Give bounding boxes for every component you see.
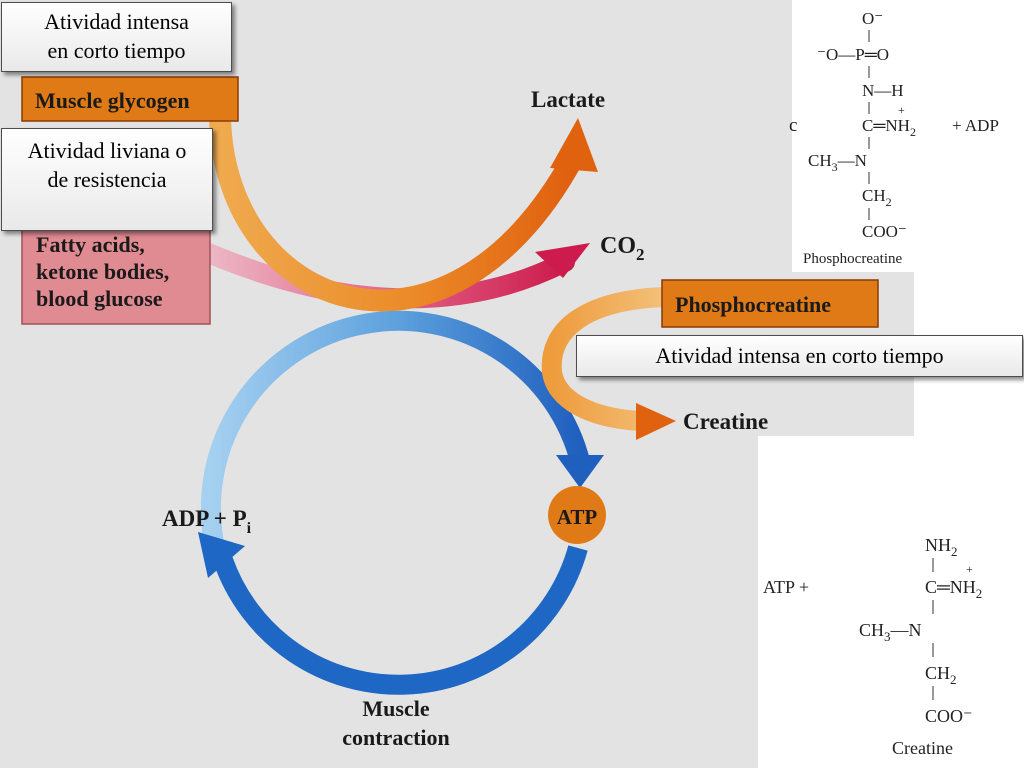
cr-ch3-n: CH3—N bbox=[859, 620, 922, 644]
creatine-arrow-head bbox=[636, 403, 676, 440]
cr-c-nh2: C═NH2 bbox=[925, 577, 982, 601]
creatine-label: Creatine bbox=[683, 409, 768, 434]
pc-ch3-n: CH3—N bbox=[808, 151, 867, 174]
pc-o-minus: O⁻ bbox=[862, 9, 883, 28]
adp-pi-label: ADP + Pi bbox=[162, 506, 252, 537]
adp-arrow-head bbox=[198, 532, 245, 578]
cr-name: Creatine bbox=[892, 738, 953, 758]
muscle-glycogen-box bbox=[21, 76, 239, 122]
co2-arrow-head bbox=[535, 243, 590, 278]
pc-ch2-sub: 2 bbox=[886, 195, 892, 209]
pc-ch3-main: CH bbox=[808, 151, 832, 170]
cr-c-nh2-main: C═NH bbox=[925, 577, 976, 597]
pc-ch3-tail: —N bbox=[837, 151, 867, 170]
creatine-arrow-shaft bbox=[541, 287, 666, 431]
adp-pi-main: ADP + P bbox=[162, 506, 247, 531]
callout-intense-short-right: Atividad intensa en corto tiempo bbox=[576, 335, 1023, 377]
phosphocreatine-structure: c O⁻ ⁻O—P═O N—H + C═NH2 + ADP CH3—N CH2 … bbox=[789, 9, 999, 267]
pc-ch3-sub: 3 bbox=[832, 160, 838, 174]
lactate-arrow-shaft bbox=[209, 117, 582, 312]
atp-arrow-head bbox=[556, 455, 604, 488]
creatine-structure-panel bbox=[758, 436, 1024, 768]
cr-nh2-top-sub: 2 bbox=[951, 544, 958, 559]
adp-pi-subscript: i bbox=[247, 520, 252, 537]
atp-circle bbox=[548, 486, 606, 544]
ketone-bodies-label: ketone bodies, bbox=[36, 259, 169, 284]
fatty-acids-box bbox=[21, 223, 211, 325]
phosphocreatine-partial-char: c bbox=[789, 115, 797, 136]
muscle-glycogen-label: Muscle glycogen bbox=[35, 88, 190, 113]
cr-ch2-main: CH bbox=[925, 663, 950, 683]
callout-light-endurance: Atividad liviana o de resistencia bbox=[1, 128, 213, 231]
phosphocreatine-structure-panel bbox=[792, 0, 914, 272]
pc-c-nh2-main: C═NH bbox=[862, 116, 910, 135]
cr-nh2-top-main: NH bbox=[925, 535, 951, 555]
pc-n-h: N—H bbox=[862, 81, 904, 100]
co2-subscript: 2 bbox=[636, 245, 645, 264]
muscle-label: Muscle bbox=[362, 696, 429, 721]
cr-ch2-sub: 2 bbox=[950, 672, 957, 687]
pc-c-nh2-sub: 2 bbox=[910, 125, 916, 139]
phosphocreatine-label: Phosphocreatine bbox=[675, 292, 831, 317]
atp-hydrolysis-arrow bbox=[213, 545, 588, 695]
lactate-arrow-head bbox=[550, 118, 598, 172]
creatine-structure: NH2 + ATP + C═NH2 CH3—N CH2 COO⁻ Creatin… bbox=[763, 535, 982, 758]
pc-o-p-o: ⁻O—P═O bbox=[817, 45, 889, 64]
cr-ch3-main: CH bbox=[859, 620, 884, 640]
cr-c-nh2-sub: 2 bbox=[976, 586, 983, 601]
pc-ch2: CH2 bbox=[862, 186, 892, 209]
pc-name: Phosphocreatine bbox=[803, 251, 902, 267]
pc-ch2-main: CH bbox=[862, 186, 886, 205]
pc-plus-adp: + ADP bbox=[952, 116, 999, 135]
phosphocreatine-box bbox=[661, 279, 879, 328]
cr-ch3-sub: 3 bbox=[884, 629, 891, 644]
cr-plus-charge: + bbox=[966, 562, 973, 576]
fatty-acids-label: Fatty acids, bbox=[36, 232, 145, 257]
cr-coo: COO⁻ bbox=[925, 706, 973, 726]
blood-glucose-label: blood glucose bbox=[36, 286, 163, 311]
co2-main: CO bbox=[600, 233, 636, 259]
cr-ch2: CH2 bbox=[925, 663, 957, 687]
pc-plus-charge: + bbox=[898, 103, 905, 117]
pc-c-nh2: C═NH2 bbox=[862, 116, 916, 139]
callout-intense-short: Atividad intensa en corto tiempo bbox=[1, 2, 232, 72]
pc-coo: COO⁻ bbox=[862, 222, 907, 241]
cr-ch3-tail: —N bbox=[890, 620, 922, 640]
lactate-label: Lactate bbox=[531, 87, 605, 112]
co2-label: CO2 bbox=[600, 233, 645, 264]
atp-label: ATP bbox=[557, 505, 598, 529]
cr-nh2-top: NH2 bbox=[925, 535, 958, 559]
atp-synthesis-arrow bbox=[200, 310, 591, 555]
cr-atp-plus: ATP + bbox=[763, 577, 809, 597]
contraction-label: contraction bbox=[342, 725, 450, 750]
